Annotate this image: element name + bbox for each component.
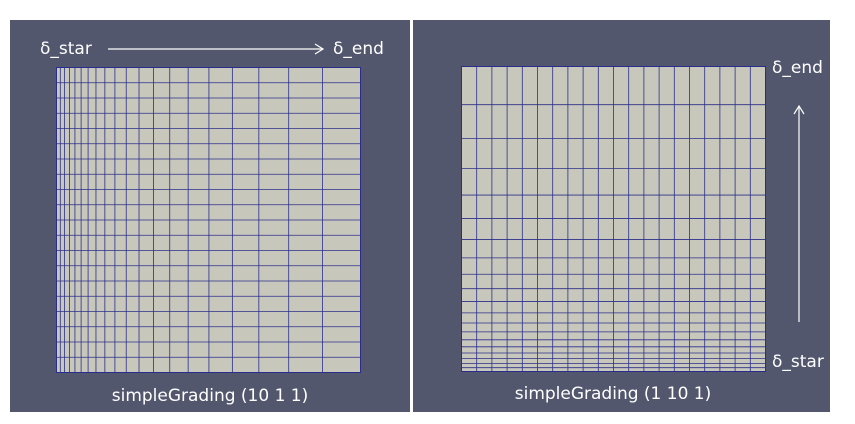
right-caption: simpleGrading (1 10 1) <box>514 384 712 404</box>
left-caption: simpleGrading (10 1 1) <box>111 386 309 406</box>
left-mesh <box>56 67 361 373</box>
right-end-label: δ_end <box>772 58 823 78</box>
left-direction-arrow <box>108 43 325 55</box>
left-end-label: δ_end <box>333 39 384 59</box>
right-mesh <box>461 66 766 372</box>
left-start-label: δ_star <box>40 39 92 59</box>
right-direction-arrow <box>793 104 805 322</box>
right-start-label: δ_star <box>772 352 824 372</box>
